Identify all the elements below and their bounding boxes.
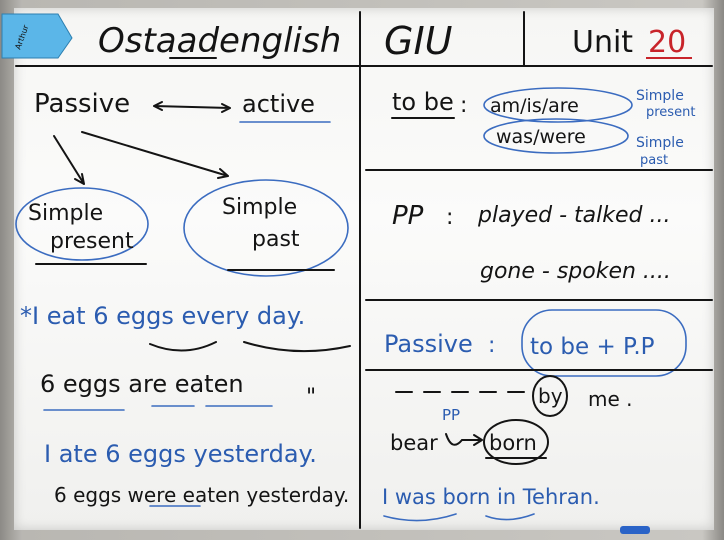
bubble-simple-past: Simple past [183,179,349,277]
me-word: me . [588,387,633,411]
svg-text::: : [488,333,495,358]
bubble-to-be-past: was/were [483,118,629,154]
bear-word: bear [390,431,438,455]
header-unit-number: 20 [648,25,686,60]
by-word: by [538,384,563,408]
active-label: active [242,90,315,118]
to-be-past: was/were [496,126,586,148]
svg-text::: : [446,205,453,230]
pp-line-2: gone - spoken .... [480,259,671,284]
note-past-line1: Simple [636,135,684,151]
passive-label: Passive [34,89,130,119]
born-bubble: born [483,419,549,465]
example-1-marks [149,341,351,353]
bubble-past-line2: past [252,227,300,252]
header-unit-label: Unit [572,25,633,60]
note-present-line2: present [646,105,695,120]
example-4: 6 eggs were eaten yesterday. [54,483,349,507]
to-be-present: am/is/are [490,95,579,117]
bubble-past-line1: Simple [222,195,297,220]
arrow-to-present [53,135,85,185]
bubble-to-be-present: am/is/are [483,87,633,123]
whiteboard [14,8,714,530]
sticky-note: Arthur [1,13,73,59]
example-underlines [383,513,535,522]
formula: to be + P.P [530,334,655,360]
bubble-present-line2: present [50,229,134,254]
arrow-to-past [81,131,229,179]
bear-arrow [445,433,483,446]
passive-example: I was born in Tehran. [382,485,600,509]
example-2-underlines [43,405,273,411]
by-bubble: by [532,375,568,417]
passive-formula-label: Passive [384,330,473,358]
header-middle-title: GIU [384,19,453,63]
note-present-line1: Simple [636,88,684,104]
svg-text::: : [460,93,467,118]
example-1: *I eat 6 eggs every day. [20,302,305,330]
note-past-line2: past [640,153,668,168]
formula-bubble: to be + P.P [521,309,687,377]
bubble-simple-present: Simple present [15,187,149,265]
pp-line-1: played - talked ... [477,203,670,228]
example-3: I ate 6 eggs yesterday. [44,440,317,468]
bubble-present-line1: Simple [28,201,103,226]
header-left-title: Ostaadenglish [98,21,341,61]
ditto-mark: " [306,385,316,410]
pp-label: PP [392,201,424,231]
pp-small: PP [442,406,460,424]
born-word: born [489,431,537,455]
example-2: 6 eggs are eaten [40,370,244,398]
blue-marker [620,526,650,534]
to-be-label: to be [392,88,454,116]
double-arrow [153,101,231,113]
